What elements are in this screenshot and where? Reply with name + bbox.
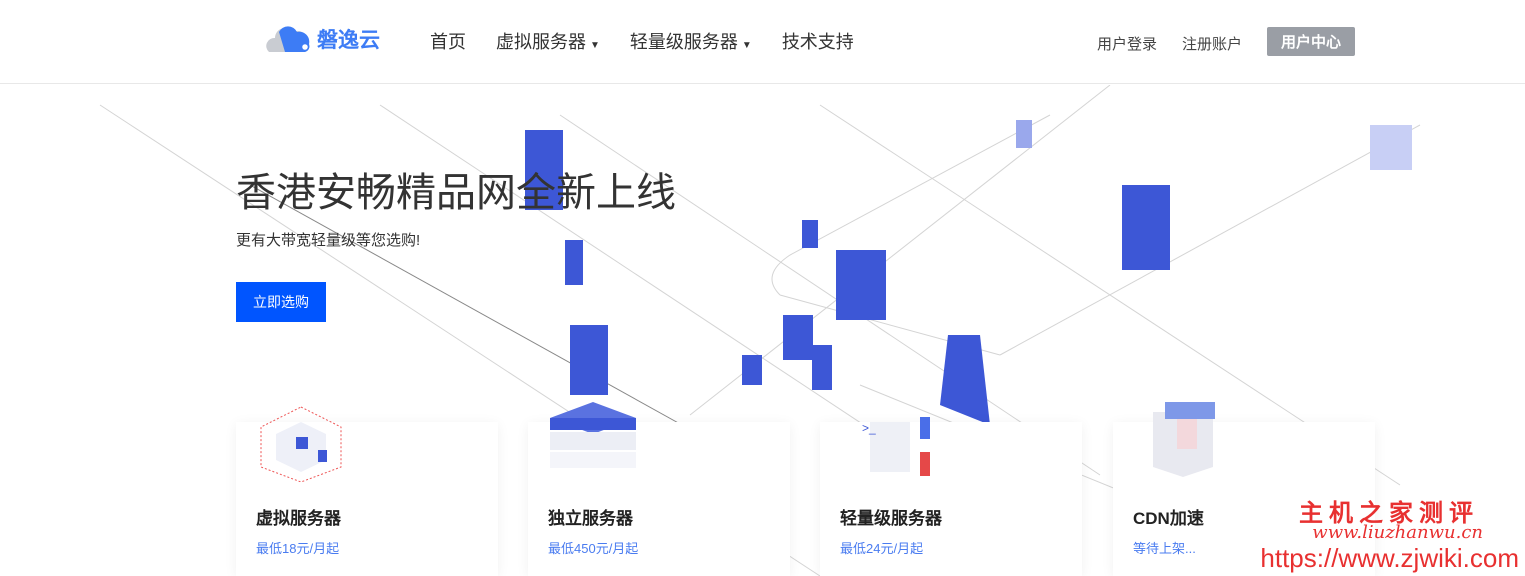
watermark-url: www.liuzhanwu.cn (1312, 522, 1483, 543)
server-stack-icon (550, 402, 636, 468)
buy-now-button[interactable]: 立即选购 (236, 282, 326, 322)
svg-text:>_: >_ (862, 421, 876, 435)
terminal-blocks-icon: >_ (862, 417, 930, 476)
product-card-virtual-server[interactable]: 虚拟服务器 最低18元/月起 (236, 406, 498, 576)
card-price: 最低24元/月起 (840, 541, 924, 556)
hero-subtitle: 更有大带宽轻量级等您选购! (236, 232, 421, 249)
product-card-dedicated-server[interactable]: 独立服务器 最低450元/月起 (528, 402, 790, 576)
watermark-title: 主机之家测评 (1299, 498, 1479, 527)
card-price: 最低450元/月起 (548, 541, 639, 556)
card-title: 独立服务器 (548, 509, 633, 528)
logo[interactable]: 磐逸云 (265, 24, 380, 54)
card-price: 最低18元/月起 (256, 541, 340, 556)
register-link[interactable]: 注册账户 (1182, 35, 1243, 53)
card-price: 等待上架... (1133, 541, 1196, 556)
menu-support[interactable]: 技术支持 (781, 32, 854, 52)
card-title: 轻量级服务器 (840, 509, 942, 528)
caret-down-icon: ▼ (741, 40, 752, 51)
user-center-button[interactable]: 用户中心 (1267, 27, 1356, 56)
isometric-city-illustration (99, 85, 1421, 576)
card-title: CDN加速 (1133, 509, 1204, 528)
menu-virtual-server[interactable]: 虚拟服务器 ▼ (496, 28, 600, 54)
hero-banner (0, 85, 1525, 576)
login-link[interactable]: 用户登录 (1097, 35, 1158, 53)
top-nav: 磐逸云 首页 虚拟服务器▼ 轻量级服务器▼ 技术支持 用户登录 注册账户 用户中… (0, 0, 1525, 84)
hero-title: 香港安畅精品网全新上线 (236, 171, 676, 215)
cdn-block-icon (1153, 402, 1215, 477)
account-links: 用户登录 注册账户 用户中心 (1097, 27, 1356, 56)
cube-icon (260, 406, 342, 482)
product-card-cdn[interactable]: CDN加速 等待上架... (1113, 402, 1375, 576)
card-title: 虚拟服务器 (256, 509, 341, 528)
menu-home[interactable]: 首页 (430, 32, 466, 52)
main-menu: 首页 虚拟服务器▼ 轻量级服务器▼ 技术支持 (430, 28, 854, 54)
menu-light-server[interactable]: 轻量级服务器▼ (630, 28, 752, 54)
menu-label: 轻量级服务器 (629, 32, 738, 52)
cloud-logo-icon (266, 26, 310, 52)
watermark-site: https://www.zjwiki.com (1260, 543, 1519, 573)
caret-down-icon: ▼ (590, 40, 600, 51)
logo-text: 磐逸云 (317, 29, 380, 52)
product-card-light-server[interactable]: >_ 轻量级服务器 最低24元/月起 (820, 417, 1082, 576)
menu-label: 虚拟服务器 (496, 32, 586, 52)
